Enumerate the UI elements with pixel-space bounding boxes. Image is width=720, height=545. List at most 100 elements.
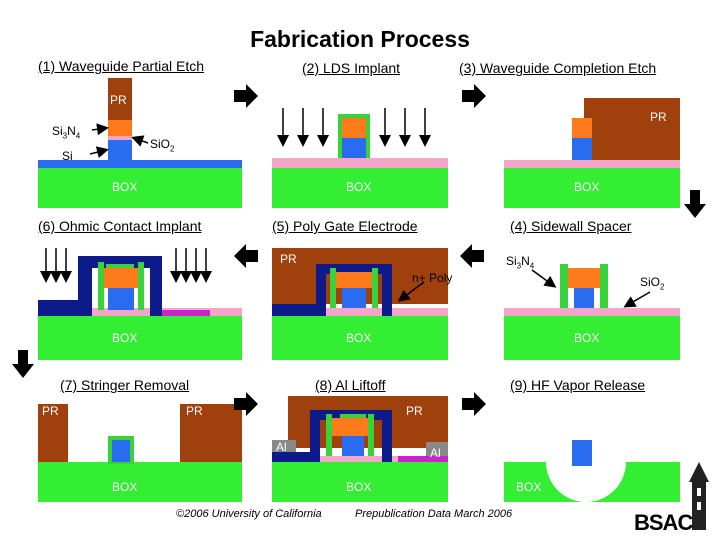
step-1-label: (1) Waveguide Partial Etch [38,58,204,74]
arrow-right-icon [234,84,258,108]
box-label: BOX [346,331,372,345]
sio2-label: SiO2 [640,275,665,292]
panel-7-stringer-removal [38,404,242,502]
box-layer-undercut [504,462,680,502]
step-8-label: (8) Al Liftoff [315,377,386,393]
arrow-right-icon [462,392,486,416]
pr-label: PR [42,404,59,418]
copyright-text: ©2006 University of California [176,508,322,520]
poly-gate [272,410,392,462]
pr-left [38,404,68,462]
waveguide-core [108,140,132,160]
implanted-oxide [272,158,448,168]
step-9-label: (9) HF Vapor Release [510,377,646,393]
box-layer [272,316,448,360]
flow-arrows [12,84,706,416]
implant-right [398,456,448,462]
spacer-left [326,414,332,456]
pr-label: PR [186,404,203,418]
oxide-layer [38,308,242,316]
spacer-right [600,264,608,308]
poly-gate [272,264,392,316]
waveguide-core [108,288,134,310]
waveguide-core [112,440,130,462]
arrow-down-icon [12,350,34,378]
arrow-left-icon [234,244,258,268]
panel-9-hf-release [504,440,680,502]
arrow-left-icon [460,244,484,268]
page-title: Fabrication Process [250,26,470,52]
prepublication-text: Prepublication Data March 2006 [355,508,513,520]
box-layer [504,316,680,360]
sio2-pointer [131,135,149,147]
si-label: Si [62,149,73,163]
box-label: BOX [574,180,600,194]
waveguide-core [574,288,594,308]
box-layer [272,462,448,502]
spacer-outline [106,264,134,268]
oxide-layer [504,160,680,168]
nitride-cap [572,118,592,138]
pr-block [584,98,680,160]
nitride-cap [336,272,372,288]
al-label: Al [430,446,441,460]
box-layer [38,462,242,502]
nitride-cap [342,118,366,138]
oxide-layer [504,308,680,316]
panel-6-ohmic-implant [38,256,242,360]
oxide-layer [272,308,448,316]
si-pointer [89,146,109,159]
al-label: Al [276,440,287,454]
al-right [426,442,448,456]
box-label: BOX [346,480,372,494]
step-5-label: (5) Poly Gate Electrode [272,218,418,234]
si3n4-pointer [91,123,109,136]
step-6-label: (6) Ohmic Contact Implant [38,218,202,234]
arrow-down-icon [684,190,706,218]
box-layer [38,316,242,360]
sio2-thin [108,136,132,140]
box-layer [272,168,448,208]
box-label: BOX [346,180,372,194]
box-label: BOX [516,480,542,494]
step-4-label: (4) Sidewall Spacer [510,218,632,234]
campanile-logo-icon [689,462,709,530]
panel-3-completion-etch [504,98,680,208]
pr-stack [108,78,132,120]
pr-right [180,404,242,462]
pr-label: PR [110,93,127,107]
waveguide-core [572,440,592,466]
n-poly-pointer [397,281,425,302]
waveguide-core [342,138,366,158]
panel-1-partial-etch [38,78,242,208]
implant-right [160,310,210,316]
box-label: BOX [112,180,138,194]
panel-2-lds-implant [272,114,448,208]
spacer-left [98,262,104,310]
step-2-label: (2) LDS Implant [302,60,401,76]
nitride-cap [332,418,368,436]
oxide-layer [272,456,448,462]
panel-8-al-liftoff [272,396,448,502]
waveguide-core [342,436,364,456]
spacer-left [560,264,568,308]
nitride-cap [568,268,600,288]
nitride-cap [104,268,138,288]
arrow-right-icon [234,392,258,416]
box-layer [504,168,680,208]
spacer-right [368,414,374,456]
waveguide-core [342,288,366,308]
ion-beam-arrows [40,108,431,283]
pr-label: PR [280,252,297,266]
si3n4-label: Si3N4 [52,124,81,141]
pr-label: PR [650,110,667,124]
sio2-label: SiO2 [150,137,175,154]
bsac-logo: BSAC [634,510,693,535]
box-label: BOX [574,331,600,345]
waveguide-core [572,138,592,160]
box-layer [38,168,242,208]
si3n4-pointer [531,269,557,288]
oxide-layer [38,160,242,168]
si3n4-label: Si3N4 [506,254,535,271]
